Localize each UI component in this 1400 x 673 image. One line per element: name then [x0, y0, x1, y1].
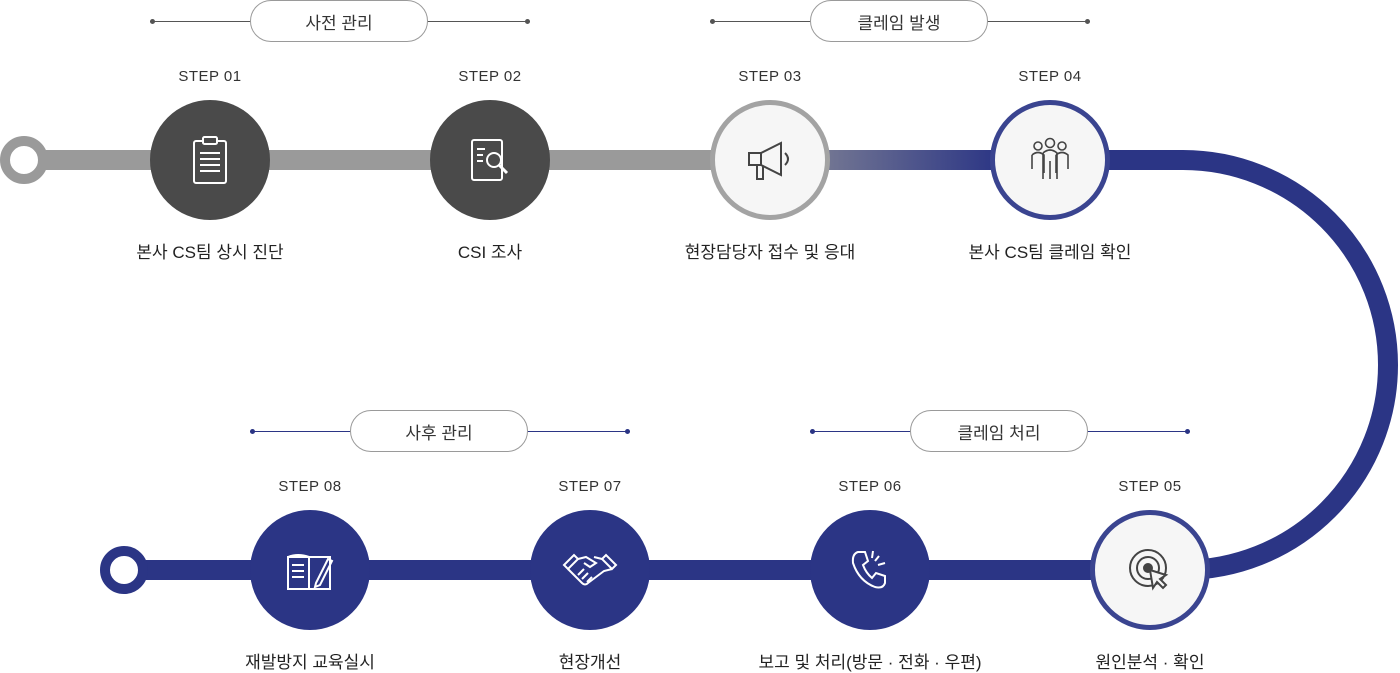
- track-end-node: [100, 546, 148, 594]
- step-circle-01: [150, 100, 270, 220]
- phase-pre-management: 사전 관리: [150, 0, 530, 44]
- phase-label: 사전 관리: [250, 0, 428, 42]
- track-gray-segment: [24, 150, 730, 170]
- phase-label: 클레임 처리: [910, 410, 1088, 452]
- step-circle-06: [810, 510, 930, 630]
- handshake-icon: [562, 553, 618, 586]
- step-caption: CSI 조사: [457, 243, 523, 262]
- step-label: STEP 04: [1018, 68, 1082, 85]
- step-circle-03: [710, 100, 830, 220]
- track-curve: [998, 150, 1398, 580]
- step-label: STEP 02: [458, 68, 522, 85]
- step-label: STEP 07: [558, 478, 622, 495]
- step-caption: 본사 CS팀 상시 진단: [136, 243, 284, 262]
- clipboard-icon: [193, 136, 227, 184]
- step-label: STEP 03: [738, 68, 802, 85]
- target-cursor-icon: [1129, 549, 1169, 591]
- book-pen-icon: [287, 554, 334, 590]
- step-circle-04: [990, 100, 1110, 220]
- step-circle-08: [250, 510, 370, 630]
- step-caption: 현장개선: [558, 653, 622, 672]
- phase-claim-occurrence: 클레임 발생: [710, 0, 1090, 44]
- step-circle-07: [530, 510, 650, 630]
- step-circle-02: [430, 100, 550, 220]
- step-label: STEP 01: [178, 68, 242, 85]
- phase-claim-handling: 클레임 처리: [810, 410, 1190, 454]
- step-caption: 현장담당자 접수 및 응대: [684, 243, 856, 262]
- step-caption: 보고 및 처리(방문 · 전화 · 우편): [758, 653, 982, 672]
- phase-label: 사후 관리: [350, 410, 528, 452]
- step-label: STEP 08: [278, 478, 342, 495]
- step-label: STEP 06: [838, 478, 902, 495]
- phase-post-management: 사후 관리: [250, 410, 630, 454]
- step-caption: 본사 CS팀 클레임 확인: [968, 243, 1132, 262]
- step-caption: 원인분석 · 확인: [1095, 653, 1205, 672]
- step-label: STEP 05: [1118, 478, 1182, 495]
- track-start-node: [0, 136, 48, 184]
- phone-icon: [851, 550, 886, 589]
- document-search-icon: [471, 139, 509, 181]
- megaphone-icon: [748, 141, 789, 180]
- step-caption: 재발방지 교육실시: [245, 653, 375, 672]
- team-icon: [1031, 137, 1069, 179]
- step-circle-05: [1090, 510, 1210, 630]
- phase-label: 클레임 발생: [810, 0, 988, 42]
